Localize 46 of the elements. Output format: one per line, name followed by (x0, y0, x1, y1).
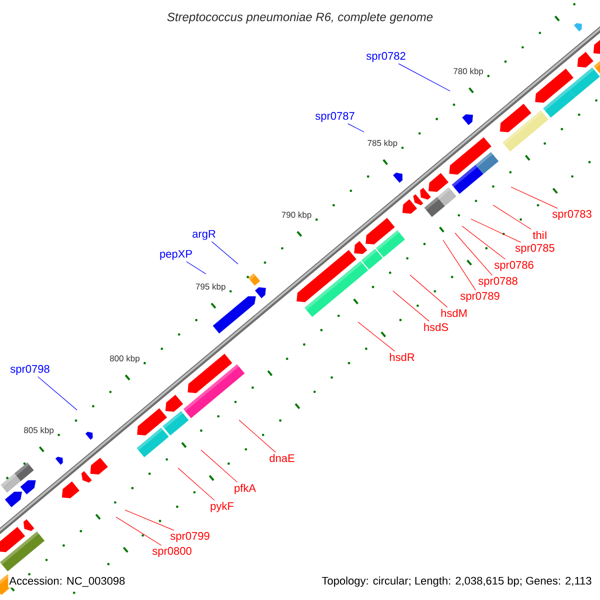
gene-label: pepXP (160, 250, 192, 260)
leader-line (398, 63, 450, 92)
leader-line (348, 123, 364, 132)
genome-info-label: Topology: circular; Length: 2,038,615 bp; Genes: 2,113 (322, 576, 592, 587)
leader-line (442, 240, 476, 291)
gene-label: spr0786 (494, 261, 534, 271)
tick-label: 790 kbp (282, 212, 312, 220)
leader-line (211, 241, 238, 264)
gene-label: spr0782 (366, 52, 406, 62)
gene-label: dnaE (270, 454, 294, 462)
gene-label: thiI (532, 230, 546, 240)
tick-label: 800 kbp (110, 355, 140, 364)
gene-label: spr0800 (152, 547, 192, 557)
gene-label: spr0789 (460, 292, 500, 302)
leader-line (124, 510, 174, 531)
gene-label: hsdM (441, 308, 467, 318)
gene-label: hsdS (424, 322, 448, 332)
leader-line (38, 376, 78, 410)
gene-label: spr0787 (315, 112, 354, 122)
gene-label: spr0798 (10, 365, 50, 375)
leader-line (238, 420, 276, 453)
leader-line (454, 232, 492, 276)
leader-line (392, 290, 430, 322)
tick-label: 805 kbp (24, 426, 54, 435)
leader-line (462, 226, 506, 260)
leader-line (470, 218, 522, 243)
leader-line (492, 204, 532, 230)
leader-line (200, 450, 238, 482)
leader-line (186, 261, 206, 274)
gene-label: hsdR (390, 352, 414, 362)
leader-line (178, 468, 215, 500)
gene-label: spr0788 (478, 277, 518, 287)
gene-label: argR (192, 230, 216, 240)
gene-label: spr0785 (515, 244, 554, 254)
leader-line (358, 322, 396, 352)
title: Streptococcus pneumoniae R6, complete genome (167, 12, 433, 24)
tick-label: 795 kbp (196, 283, 226, 292)
gene-label: spr0783 (552, 210, 592, 220)
gene-label: pfkA (234, 484, 256, 494)
tick-label: 780 kbp (454, 68, 484, 76)
tick-label: 785 kbp (368, 140, 398, 148)
gene-label: spr0799 (170, 532, 210, 542)
leader-line (510, 186, 558, 209)
leader-line (410, 274, 448, 308)
leader-line (116, 516, 162, 546)
gene-label: pykF (210, 502, 234, 512)
